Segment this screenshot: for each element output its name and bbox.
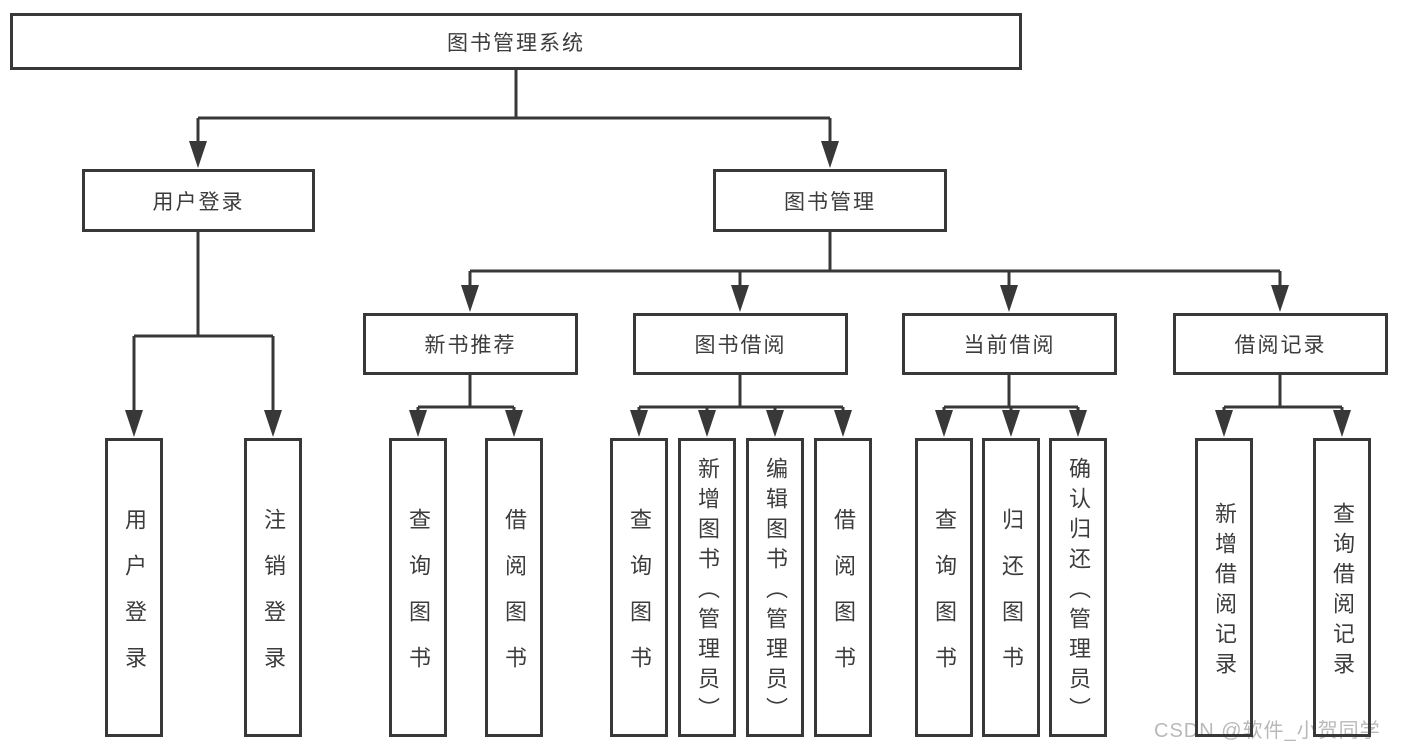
leaf-confirm-return-admin: 确认归还（管理员）: [1049, 438, 1107, 737]
node-label: 图书借阅: [694, 334, 787, 357]
node-label: 确认归还（管理员）: [1066, 456, 1091, 727]
leaf-query-books-current: 查询图书: [915, 438, 973, 737]
node-label: 用户登录: [152, 190, 245, 214]
arrowheads: [125, 141, 1351, 437]
node-new-book-recommend: 新书推荐: [363, 313, 578, 375]
leaf-add-book-admin: 新增图书（管理员）: [678, 438, 736, 737]
node-label: 注销登录: [261, 507, 286, 692]
node-label: 图书管理系统: [447, 31, 585, 55]
leaf-query-borrow-record: 查询借阅记录: [1313, 438, 1371, 737]
node-current-borrow: 当前借阅: [902, 313, 1117, 375]
leaf-add-borrow-record: 新增借阅记录: [1195, 438, 1253, 737]
node-label: 编辑图书（管理员）: [763, 456, 788, 727]
leaf-return-book: 归还图书: [982, 438, 1040, 737]
node-label: 新增图书（管理员）: [695, 456, 720, 727]
node-label: 借阅图书: [831, 507, 856, 692]
leaf-query-books-recommend: 查询图书: [389, 438, 447, 737]
node-book-management: 图书管理: [713, 169, 947, 232]
node-label: 查询借阅记录: [1330, 501, 1355, 682]
node-label: 归还图书: [999, 507, 1024, 692]
leaf-borrow-books-borrow: 借阅图书: [814, 438, 872, 737]
leaf-logout: 注销登录: [244, 438, 302, 737]
node-user-login: 用户登录: [82, 169, 315, 232]
node-label: 新增借阅记录: [1212, 501, 1237, 682]
node-label: 用户登录: [122, 507, 147, 692]
node-label: 图书管理: [784, 190, 876, 214]
node-book-borrow: 图书借阅: [633, 313, 848, 375]
leaf-user-login: 用户登录: [105, 438, 163, 737]
node-label: 借阅记录: [1234, 334, 1327, 357]
node-label: 查询图书: [406, 507, 431, 692]
leaf-query-books-borrow: 查询图书: [610, 438, 668, 737]
node-label: 查询图书: [932, 507, 957, 692]
node-label: 当前借阅: [963, 334, 1056, 357]
node-label: 新书推荐: [424, 334, 517, 357]
leaf-borrow-books-recommend: 借阅图书: [485, 438, 543, 737]
node-library-management-system: 图书管理系统: [10, 13, 1022, 70]
node-label: 借阅图书: [502, 507, 527, 692]
node-borrow-record: 借阅记录: [1173, 313, 1388, 375]
node-label: 查询图书: [627, 507, 652, 692]
leaf-edit-book-admin: 编辑图书（管理员）: [746, 438, 804, 737]
